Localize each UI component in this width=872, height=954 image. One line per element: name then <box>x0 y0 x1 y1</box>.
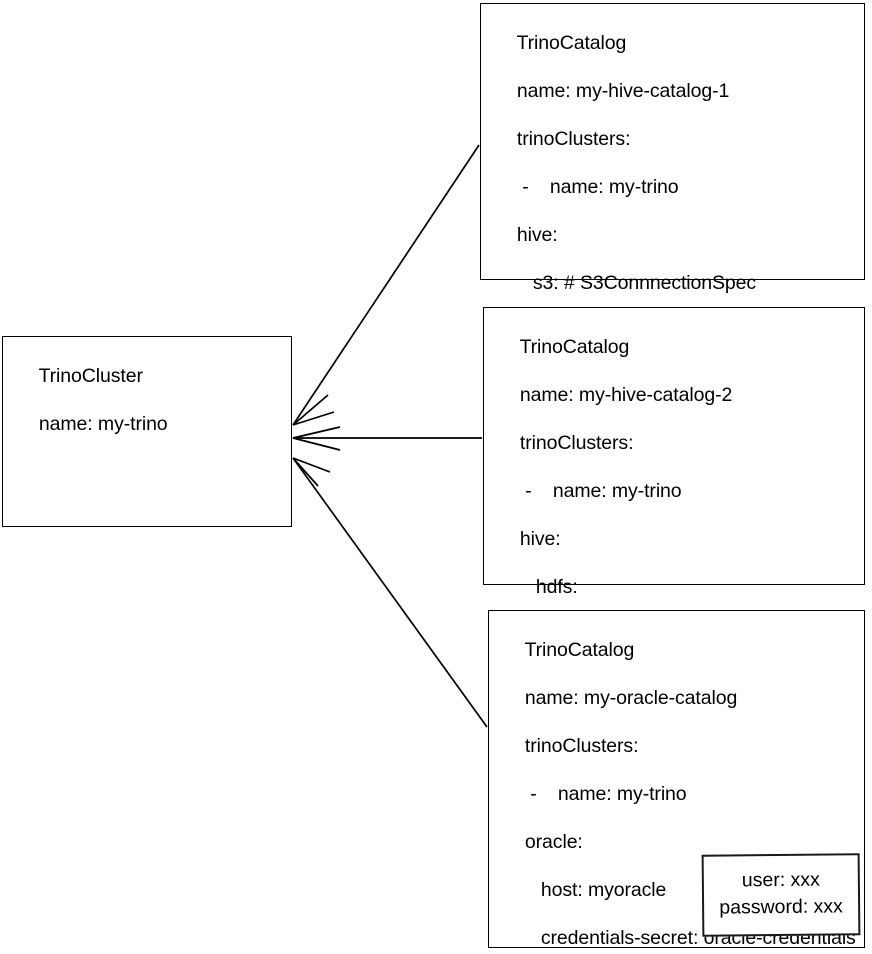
node-line: - name: my-trino <box>516 176 679 198</box>
trino-catalog-node-my-hive-catalog-2[interactable]: TrinoCatalog name: my-hive-catalog-2 tri… <box>483 307 865 694</box>
node-line: hive: <box>519 528 561 550</box>
trino-cluster-node-text: TrinoCluster name: my-trino <box>7 340 289 460</box>
secret-line-user: user: xxx <box>741 868 820 892</box>
node-line: TrinoCatalog <box>524 639 635 661</box>
oracle-credentials-secret-node[interactable]: user: xxx password: xxx <box>701 853 861 937</box>
node-line: trinoClusters: <box>524 735 639 757</box>
node-line: TrinoCatalog <box>516 32 627 54</box>
node-line: TrinoCluster <box>38 365 143 387</box>
secret-line-password: password: xxx <box>719 895 843 919</box>
node-line: - name: my-trino <box>519 480 682 502</box>
node-line: name: my-hive-catalog-2 <box>519 384 733 406</box>
trino-catalog-node-text: TrinoCatalog name: my-oracle-catalog tri… <box>493 614 862 954</box>
node-line: - name: my-trino <box>524 783 687 805</box>
node-line: hdfs: <box>519 576 578 598</box>
node-line: trinoClusters: <box>519 432 634 454</box>
node-line: name: my-oracle-catalog <box>524 687 738 709</box>
node-line: TrinoCatalog <box>519 336 630 358</box>
edge-catalog1-to-cluster <box>292 144 480 426</box>
oracle-credentials-secret-text: user: xxx password: xxx <box>704 866 859 921</box>
node-line: trinoClusters: <box>516 128 631 150</box>
node-line: oracle: <box>524 831 583 853</box>
node-line: name: my-trino <box>38 413 168 435</box>
edge-catalog3-to-cluster <box>292 457 488 728</box>
node-line: name: my-hive-catalog-1 <box>516 80 730 102</box>
trino-catalog-node-my-oracle-catalog[interactable]: TrinoCatalog name: my-oracle-catalog tri… <box>488 610 865 949</box>
node-line: hive: <box>516 224 558 246</box>
trino-cluster-node[interactable]: TrinoCluster name: my-trino <box>2 336 292 527</box>
trino-catalog-node-my-hive-catalog-1[interactable]: TrinoCatalog name: my-hive-catalog-1 tri… <box>480 3 865 438</box>
edge-catalog2-to-cluster <box>292 426 482 451</box>
node-line: host: myoracle <box>524 879 667 901</box>
node-line: s3: # S3ConnnectionSpec <box>516 272 757 294</box>
